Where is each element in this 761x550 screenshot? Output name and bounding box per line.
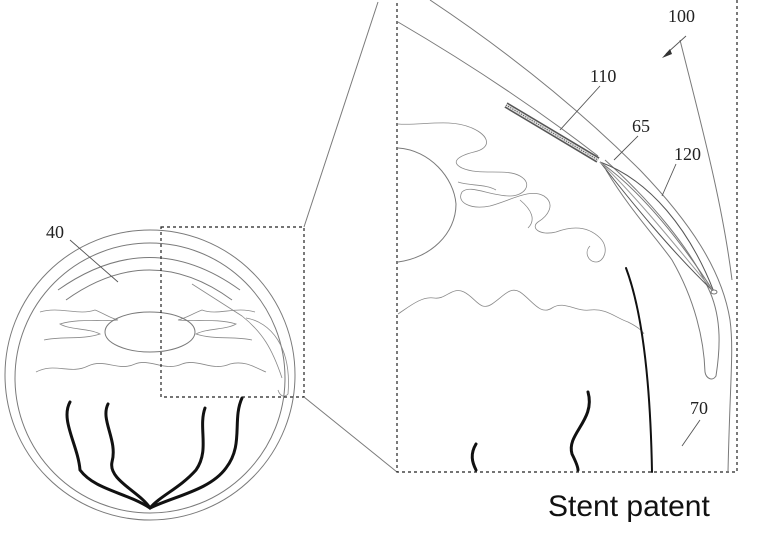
iris-detail: [397, 122, 606, 263]
vitreous-boundary-detail: [397, 289, 645, 335]
leader-65: [613, 135, 639, 161]
retina-boundary-detail: [625, 267, 653, 473]
figure-caption: Stent patent: [548, 490, 710, 523]
outer-wall-detail: [679, 39, 733, 281]
arrow-100: [662, 49, 672, 58]
retinal-vessel-detail-2: [569, 390, 591, 472]
leader-40: [69, 239, 119, 283]
shunt-tube: [504, 102, 600, 163]
retinal-vessel-4: [148, 396, 244, 510]
zoom-connector-top: [303, 1, 379, 228]
label-65: 65: [632, 116, 650, 136]
retinal-vessel-1: [65, 400, 152, 510]
sclera-inner-detail: [604, 159, 720, 380]
iris-left: [39, 309, 119, 341]
label-110: 110: [590, 66, 616, 86]
lens: [104, 311, 196, 353]
retinal-vessel-3: [148, 406, 207, 510]
iris-right: [177, 309, 256, 341]
label-120: 120: [674, 144, 701, 164]
label-100: 100: [668, 6, 695, 26]
lens-detail: [397, 147, 457, 263]
vitreous-boundary: [35, 362, 267, 373]
label-70: 70: [690, 398, 708, 418]
detail-view: 100 110 65 120 70: [396, 0, 738, 473]
iris-lower-detail: [457, 181, 533, 229]
cornea-inner-detail: [397, 21, 599, 157]
whole-eye-view: [4, 229, 296, 521]
leader-120: [661, 163, 677, 197]
cornea: [57, 257, 241, 291]
cornea-outer-detail: [429, 0, 733, 473]
cornea-inner: [65, 269, 233, 301]
retinal-vessel-detail-1: [470, 442, 478, 472]
bleb-small: [245, 317, 289, 397]
retinal-vessel-2: [104, 402, 152, 510]
label-40: 40: [46, 222, 64, 242]
detail-frame: [396, 0, 738, 473]
eye-inner-wall: [14, 242, 286, 514]
eye-outer-wall: [4, 229, 296, 521]
zoom-connector-bottom: [303, 396, 398, 473]
leader-70: [681, 419, 701, 447]
leader-110: [559, 85, 601, 131]
stent-body: [599, 161, 718, 295]
zoom-region: [160, 226, 305, 398]
device-small: [191, 283, 283, 379]
